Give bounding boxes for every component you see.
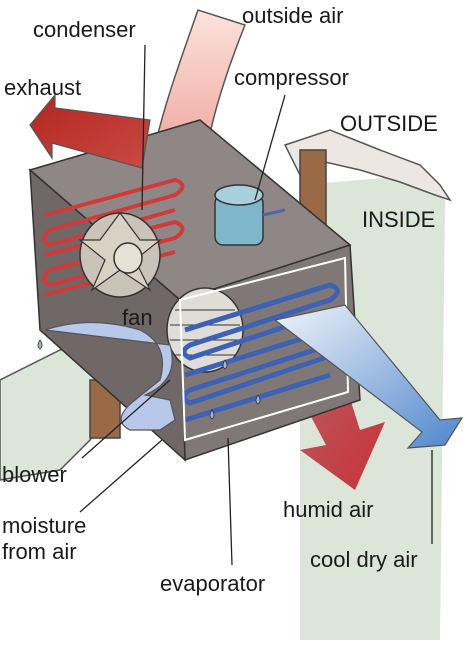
label-inside: INSIDE bbox=[362, 207, 436, 232]
label-condenser: condenser bbox=[33, 17, 136, 42]
moisture-drops bbox=[37, 339, 261, 420]
water-puddle bbox=[44, 321, 176, 431]
exhaust-arrow bbox=[29, 93, 151, 169]
label-moisture-line1: moisture bbox=[2, 513, 87, 538]
label-compressor: compressor bbox=[234, 65, 349, 90]
label-cool-dry-air: cool dry air bbox=[310, 547, 418, 572]
evaporator-panel bbox=[178, 256, 350, 442]
label-outside-air: outside air bbox=[242, 3, 344, 28]
cool-dry-air-arrow bbox=[273, 304, 464, 449]
label-exhaust: exhaust bbox=[4, 75, 82, 100]
label-outside: OUTSIDE bbox=[340, 111, 438, 136]
label-blower: blower bbox=[2, 462, 67, 487]
label-evaporator: evaporator bbox=[160, 571, 266, 596]
compressor-unit bbox=[214, 184, 286, 246]
label-humid-air: humid air bbox=[283, 497, 374, 522]
label-moisture-line2: from air bbox=[2, 539, 77, 564]
leader-lines bbox=[79, 44, 433, 566]
label-fan: fan bbox=[122, 305, 153, 330]
condenser-fan bbox=[78, 211, 162, 298]
